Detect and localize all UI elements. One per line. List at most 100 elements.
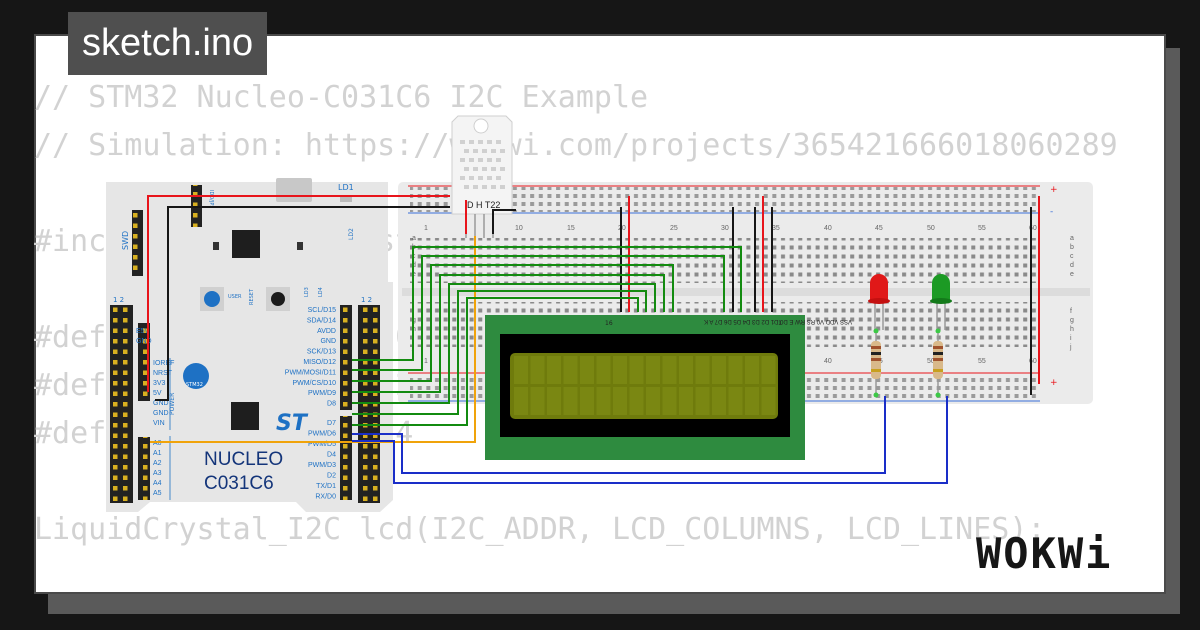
led-ld2-label: LD2 — [348, 228, 355, 240]
morpho-header-left[interactable] — [110, 305, 133, 503]
breadboard-col-number: 35 — [772, 225, 780, 232]
rail-plus-label: + — [1050, 185, 1058, 195]
st-logo: ST — [276, 411, 309, 436]
wire-d5-blue — [352, 396, 948, 484]
lcd-pin-num-left: 1 — [778, 320, 782, 327]
breadboard-col-number: 10 — [515, 225, 523, 232]
dht22-sensor[interactable]: D H T22 — [451, 115, 513, 238]
resistor-red-led[interactable] — [871, 333, 881, 398]
left-header-numbers: 1 2 — [113, 296, 124, 304]
wire-d10-green — [352, 264, 674, 382]
breadboard-col-number: 40 — [824, 358, 832, 365]
right-pin-label: PWM/D5 — [308, 441, 336, 448]
wokwi-logo: WOKWi — [976, 529, 1112, 578]
right-pin-label: RX/D0 — [315, 494, 336, 501]
rail-plus-label-bottom: + — [1050, 378, 1058, 388]
breadboard-col-number: 30 — [721, 225, 729, 232]
breadboard-row-label: a — [412, 235, 416, 242]
wire-5v-red — [147, 195, 450, 392]
left-pin-label: A3 — [153, 470, 162, 477]
jumper-label: IDD/JP2 — [208, 190, 214, 209]
right-pin-label: D7 — [327, 420, 336, 427]
wire-d6-blue — [352, 396, 886, 474]
right-pin-label: TX/D1 — [316, 483, 336, 490]
led-ld1-label: LD1 — [338, 183, 354, 192]
breadboard-col-number: 55 — [978, 358, 986, 365]
lcd-pin-labels: VSS VDD V0 RS RW E D0 D1 D2 D3 D4 D5 D6 … — [704, 318, 852, 324]
rail-minus-label: - — [1050, 207, 1053, 217]
breadboard-row-label: d — [1070, 262, 1074, 269]
left-pin-label: NRST — [153, 370, 173, 377]
user-button[interactable] — [204, 291, 220, 307]
breadboard-row-label: i — [1070, 335, 1072, 342]
right-header-numbers: 1 2 — [361, 296, 372, 304]
stm32-badge-icon — [183, 363, 209, 389]
right-pin-label: PWM/D6 — [308, 431, 336, 438]
wire-d6-green — [352, 297, 639, 426]
breadboard-row-label: h — [1070, 326, 1074, 333]
power-label: POWER — [169, 393, 176, 415]
breadboard-col-number: 15 — [567, 225, 575, 232]
right-pin-label: AVDD — [317, 328, 336, 335]
breadboard-row-label: g — [1070, 317, 1074, 324]
left-pin-label: VIN — [153, 420, 165, 427]
nucleo-board[interactable]: SWD IDD/JP2 LD1 LD2 LD3 LD4 USER RESET S… — [106, 178, 393, 512]
wire-dht-gnd-black — [492, 209, 516, 234]
board-name-line1: NUCLEO — [204, 449, 283, 470]
right-pin-label: PWM/CS/D10 — [292, 380, 336, 387]
right-pin-label: PWM/D9 — [308, 390, 336, 397]
right-pin-label: GND — [320, 338, 336, 345]
left-pin-label: GND — [153, 400, 169, 407]
code-line: // STM32 Nucleo-C031C6 I2C Example — [34, 80, 649, 115]
dht22-label: D H T22 — [467, 200, 500, 210]
breadboard-col-number: 1 — [424, 358, 428, 365]
left-pin-label: A2 — [153, 460, 162, 467]
left-pin-label: E5V — [136, 328, 150, 335]
breadboard-col-number: 60 — [1029, 358, 1037, 365]
resistor-green-led[interactable] — [933, 333, 943, 398]
red-led[interactable] — [868, 274, 890, 334]
usb-connector — [276, 178, 312, 202]
breadboard-col-number: 50 — [927, 225, 935, 232]
right-pin-label: SCL/D15 — [308, 307, 337, 314]
reset-button[interactable] — [271, 292, 285, 306]
right-pin-label: D4 — [327, 452, 336, 459]
breadboard-col-number: 50 — [927, 358, 935, 365]
wire-d11-green — [352, 255, 725, 371]
left-pin-label: GND — [136, 338, 152, 345]
analog-header[interactable] — [138, 437, 150, 500]
led-ld3-label: LD3 — [304, 287, 310, 297]
swd-header[interactable] — [132, 210, 143, 276]
wire-d7-green — [352, 290, 647, 415]
breadboard-row-label: b — [1070, 244, 1074, 251]
code-line: LiquidCrystal_I2C lcd(I2C_ADDR, LCD_COLU… — [34, 512, 1046, 547]
breadboard-col-number: 40 — [824, 225, 832, 232]
breadboard-row-label: a — [1070, 235, 1074, 242]
left-pin-label: A4 — [153, 480, 162, 487]
lcd-display[interactable]: VSS VDD V0 RS RW E D0 D1 D2 D3 D4 D5 D6 … — [485, 315, 852, 460]
breadboard-row-label: f — [1070, 308, 1072, 315]
digital-header-top[interactable] — [340, 305, 352, 410]
file-tab-title[interactable]: sketch.ino — [68, 12, 268, 75]
wire-gnd-black — [155, 206, 450, 401]
breadboard-col-number: 55 — [978, 225, 986, 232]
right-pin-label: SDA/D14 — [307, 317, 336, 324]
breadboard-col-number: 25 — [670, 225, 678, 232]
mcu-chip — [231, 402, 259, 430]
left-pin-label: 5V — [153, 390, 162, 397]
right-pin-label: D2 — [327, 473, 336, 480]
wire-dht-data-orange — [150, 236, 476, 443]
breadboard-col-number: 1 — [424, 225, 428, 232]
swd-label: SWD — [121, 231, 130, 250]
stlink-chip — [232, 230, 260, 258]
user-label: USER — [228, 294, 242, 300]
stm32-badge-label: STM32 — [186, 382, 203, 388]
left-pin-label: A1 — [153, 450, 162, 457]
wire-d8-green — [352, 283, 656, 404]
breadboard-col-number: 60 — [1029, 225, 1037, 232]
digital-header-bottom[interactable] — [340, 416, 352, 500]
green-led[interactable] — [930, 274, 952, 334]
right-pin-label: SCK/D13 — [307, 349, 336, 356]
breadboard-row-label: e — [1070, 271, 1074, 278]
